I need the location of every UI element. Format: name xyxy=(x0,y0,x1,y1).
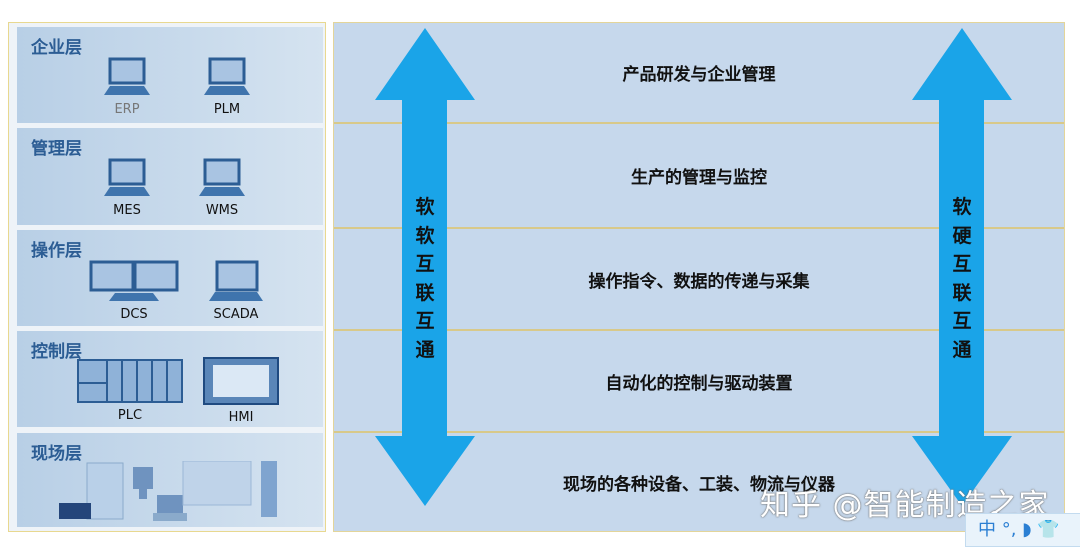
layer-title: 现场层 xyxy=(31,444,82,464)
computer-icon xyxy=(209,260,263,301)
layer-field: 现场层 xyxy=(17,433,323,527)
layer-title: 控制层 xyxy=(31,342,82,362)
function-row: 产品研发与企业管理 xyxy=(334,23,1064,124)
function-label: 生产的管理与监控 xyxy=(631,168,767,188)
field-devices-icon xyxy=(59,461,277,521)
hmi-device: HMI xyxy=(203,357,279,425)
computer-icon xyxy=(104,158,150,196)
plc-device: PLC xyxy=(77,359,183,423)
function-label: 产品研发与企业管理 xyxy=(622,65,776,85)
layer-enterprise: 企业层 ERP PLM xyxy=(17,27,323,123)
function-row: 操作指令、数据的传递与采集 xyxy=(334,229,1064,331)
plm-device: PLM xyxy=(202,57,252,117)
computer-icon xyxy=(104,57,150,95)
layer-management: 管理层 MES WMS xyxy=(17,128,323,225)
layer-operation: 操作层 DCS SCADA xyxy=(17,230,323,326)
hmi-panel-icon xyxy=(203,357,279,405)
left-arrow-label: 软软互联互通 xyxy=(415,196,435,361)
wms-device: WMS xyxy=(197,158,247,218)
bidirectional-arrow-left xyxy=(375,28,475,506)
layer-title: 企业层 xyxy=(31,38,82,58)
layer-title: 操作层 xyxy=(31,241,82,261)
computer-icon xyxy=(204,57,250,95)
function-label: 操作指令、数据的传递与采集 xyxy=(588,271,810,292)
function-row: 生产的管理与监控 xyxy=(334,124,1064,229)
ime-toolbar[interactable]: 中 °, ◗ 👕 xyxy=(965,513,1080,547)
function-label: 现场的各种设备、工装、物流与仪器 xyxy=(563,474,835,495)
layer-title: 管理层 xyxy=(31,139,82,159)
bidirectional-arrow-right xyxy=(912,28,1012,506)
layer-control: 控制层 PLC HMI xyxy=(17,331,323,427)
erp-device: ERP xyxy=(102,57,152,117)
layer-panel: 企业层 ERP PLM 管理层 MES WMS 操作层 DCS SCADA 控制… xyxy=(8,22,326,532)
scada-device: SCADA xyxy=(207,260,265,322)
function-label: 自动化的控制与驱动装置 xyxy=(605,373,793,394)
dcs-device: DCS xyxy=(89,260,179,322)
mes-device: MES xyxy=(102,158,152,218)
function-row: 现场的各种设备、工装、物流与仪器 xyxy=(334,433,1064,531)
computer-icon xyxy=(199,158,245,196)
dual-monitor-icon xyxy=(89,260,179,301)
plc-icon xyxy=(77,359,183,403)
function-row: 自动化的控制与驱动装置 xyxy=(334,331,1064,433)
right-arrow-label: 软硬互联互通 xyxy=(952,196,972,361)
